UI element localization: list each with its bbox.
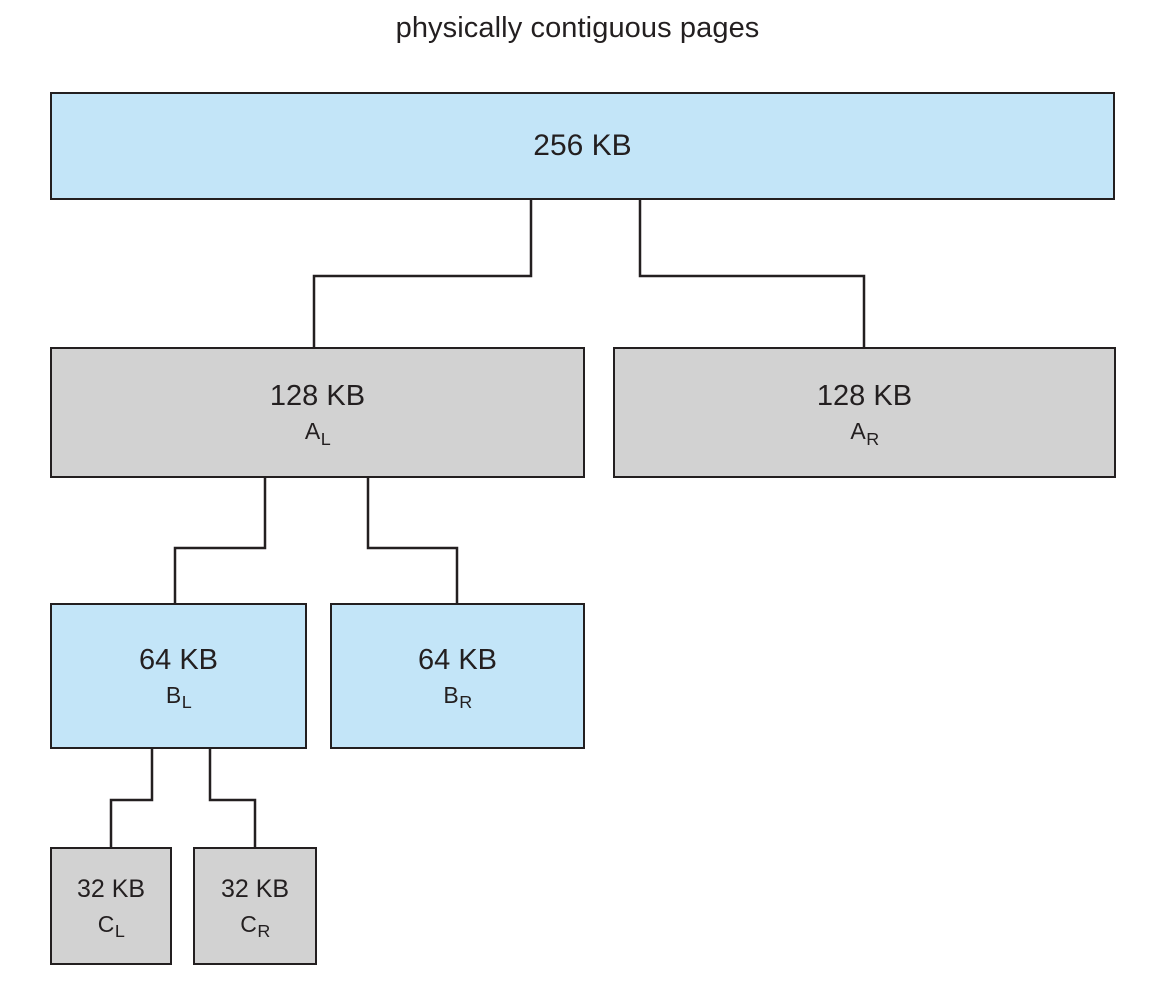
node-64kb-b-right-name: BR bbox=[443, 681, 473, 713]
node-128kb-a-left[interactable]: 128 KB AL bbox=[50, 347, 585, 478]
node-64kb-b-left-name: BL bbox=[165, 681, 192, 713]
node-64kb-b-right-size: 64 KB bbox=[418, 643, 497, 676]
node-32kb-c-left-size: 32 KB bbox=[76, 874, 146, 903]
edge-b-left-to-c-right bbox=[208, 747, 257, 849]
node-32kb-c-right-name: CR bbox=[240, 910, 271, 942]
node-256kb[interactable]: 256 KB bbox=[50, 92, 1115, 200]
edge-root-to-a-right bbox=[638, 198, 866, 349]
node-128kb-a-left-name: AL bbox=[304, 418, 331, 449]
node-128kb-a-right-size: 128 KB bbox=[816, 380, 913, 412]
edge-a-left-to-b-right bbox=[366, 476, 459, 605]
node-128kb-a-right[interactable]: 128 KB AR bbox=[613, 347, 1116, 478]
node-128kb-a-right-name: AR bbox=[850, 418, 880, 449]
edge-a-left-to-b-left bbox=[173, 476, 267, 605]
diagram-title: physically contiguous pages bbox=[395, 12, 760, 44]
edge-b-left-to-c-left bbox=[109, 747, 154, 849]
node-64kb-b-right[interactable]: 64 KB BR bbox=[330, 603, 585, 749]
node-256kb-size: 256 KB bbox=[533, 129, 632, 162]
node-32kb-c-left[interactable]: 32 KB CL bbox=[50, 847, 172, 965]
node-128kb-a-left-size: 128 KB bbox=[269, 380, 366, 412]
node-64kb-b-left-size: 64 KB bbox=[139, 643, 218, 676]
edge-root-to-a-left bbox=[312, 198, 533, 349]
node-32kb-c-right-size: 32 KB bbox=[220, 874, 290, 903]
node-64kb-b-left[interactable]: 64 KB BL bbox=[50, 603, 307, 749]
node-32kb-c-left-name: CL bbox=[97, 910, 125, 942]
node-32kb-c-right[interactable]: 32 KB CR bbox=[193, 847, 317, 965]
